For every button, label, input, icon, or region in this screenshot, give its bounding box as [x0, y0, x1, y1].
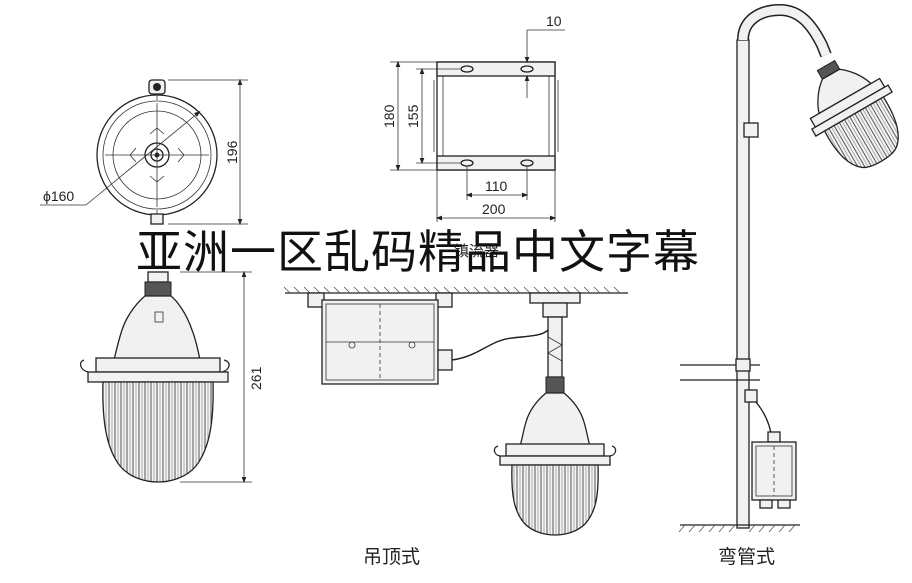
dimension-196 [168, 78, 248, 226]
bracket-slot-label: 10 [546, 13, 562, 29]
pole-mount-caption: 弯管式 [718, 546, 775, 568]
lamp-top-view [40, 79, 218, 225]
bracket-width-label: 200 [482, 201, 506, 217]
pole-mount-assembly [678, 3, 899, 533]
overlay-watermark-text: 亚洲一区乱码精品中文字幕 [136, 225, 700, 279]
mounting-bracket [433, 61, 559, 171]
dimension-261 [180, 270, 252, 484]
ceiling-mount-assembly [283, 286, 628, 536]
diameter-label: ϕ160 [43, 188, 74, 204]
height-side-label: 261 [248, 366, 264, 390]
partial-component-label: 镇流器 [454, 243, 499, 260]
bracket-hole-spacing-label: 110 [485, 178, 508, 194]
height-top-label: 196 [224, 140, 240, 164]
bracket-height-inner-label: 155 [405, 104, 421, 128]
bracket-dimensions [390, 29, 565, 222]
ceiling-mount-caption: 吊顶式 [363, 546, 420, 568]
lamp-side-view [79, 271, 230, 483]
bracket-height-outer-label: 180 [381, 104, 397, 128]
